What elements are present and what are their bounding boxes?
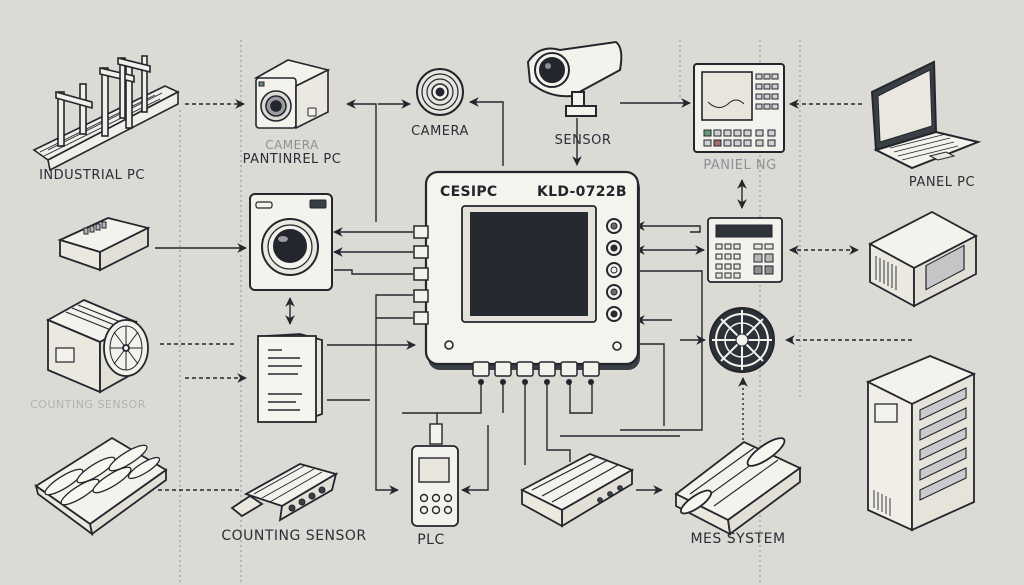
counting-sensor-illustration[interactable] [230, 463, 339, 522]
label-camera-panel-pc-line1: CAMERA [265, 138, 319, 152]
panel-ng-illustration[interactable] [693, 63, 785, 153]
camera-illustration[interactable] [416, 68, 464, 116]
controller-model: KLD-0722B [537, 184, 627, 200]
document-illustration[interactable] [257, 333, 323, 423]
dc-sensor-illustration[interactable] [868, 210, 978, 308]
server-illustration[interactable] [865, 355, 977, 532]
controller-left-ports[interactable] [413, 225, 429, 325]
fan-motor-illustration[interactable] [45, 299, 149, 394]
label-camera-panel-pc-line2: PANTINREL PC [242, 152, 342, 167]
plc-illustration[interactable] [411, 423, 459, 527]
label-camera: CAMERA [411, 124, 469, 139]
connectors [155, 97, 912, 495]
camera-panel-pc-illustration[interactable] [253, 59, 331, 130]
controller-brand: CESIPC [440, 184, 498, 200]
roller-conveyor-left-illustration[interactable] [34, 436, 168, 537]
conveyor-center-illustration[interactable] [520, 453, 635, 528]
label-industrial-pc: INDUSTRIAL PC [39, 168, 145, 183]
controller-screws [444, 340, 622, 351]
label-plc: PLC [417, 532, 445, 548]
controller-unit[interactable] [413, 170, 640, 385]
label-mes-system: MES SYSTEM [690, 531, 786, 547]
controller-screen[interactable] [470, 212, 588, 316]
controller-bottom-ports[interactable] [472, 361, 600, 377]
label-counting-sensor: COUNTING SENSOR [221, 528, 367, 544]
panel-pc-illustration[interactable] [870, 60, 982, 170]
industrial-pc-illustration[interactable] [32, 55, 180, 172]
label-panel-pc: PANEL PC [908, 175, 976, 190]
front-loader-illustration[interactable] [249, 193, 333, 291]
mes-system-illustration[interactable] [674, 434, 802, 536]
sensor-illustration[interactable] [526, 40, 623, 117]
io-module-illustration[interactable] [57, 217, 151, 272]
controller-knobs[interactable] [606, 218, 622, 322]
label-panel-ng: PANIEL NG [703, 158, 777, 173]
label-sensor: SENSOR [554, 133, 612, 148]
label-counting-sensor-faded: COUNTING SENSOR [30, 398, 146, 411]
keypad-illustration[interactable] [707, 217, 783, 283]
fan-wheel-illustration[interactable] [709, 307, 775, 373]
